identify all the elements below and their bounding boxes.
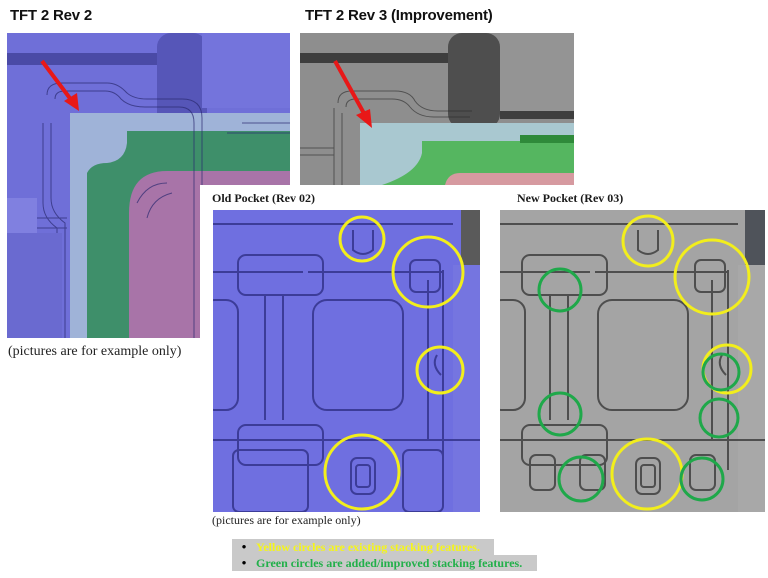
new-pocket-image	[500, 210, 765, 512]
bullet-icon: •	[241, 539, 247, 554]
old-pocket-image	[213, 210, 480, 512]
pocket-caption: (pictures are for example only)	[212, 513, 361, 527]
legend-item-green: • Green circles are added/improved stack…	[232, 555, 537, 571]
legend-item-yellow: • Yellow circles are existing stacking f…	[232, 539, 494, 555]
rev2-title: TFT 2 Rev 2	[10, 7, 92, 24]
bullet-icon: •	[241, 555, 247, 570]
rev3-title: TFT 2 Rev 3 (Improvement)	[305, 7, 493, 24]
rev3-cad-image	[300, 33, 574, 185]
new-pocket-label: New Pocket (Rev 03)	[517, 191, 624, 205]
old-pocket-label: Old Pocket (Rev 02)	[212, 191, 315, 205]
legend-text-yellow: Yellow circles are existing stacking fea…	[256, 539, 480, 554]
legend-text-green: Green circles are added/improved stackin…	[256, 555, 523, 570]
legend: • Yellow circles are existing stacking f…	[232, 539, 537, 571]
rev2-caption: (pictures are for example only)	[8, 344, 182, 359]
